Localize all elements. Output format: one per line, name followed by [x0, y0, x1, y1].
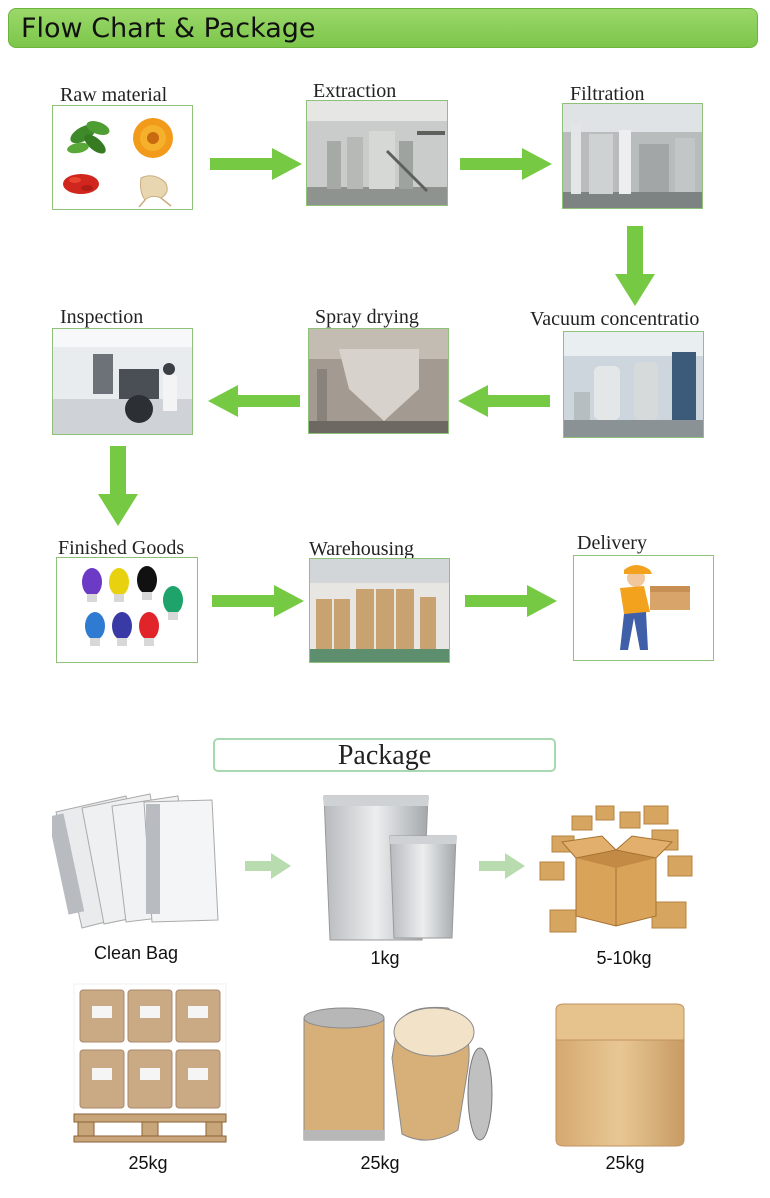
label-vacuum-concentration: Vacuum concentratio — [530, 308, 700, 330]
package-label-1kg: 1kg — [370, 948, 400, 968]
arrow-left-2 — [458, 385, 550, 417]
spray-drying-image — [308, 328, 449, 434]
pallet-drums-image — [70, 980, 230, 1145]
label-raw-material: Raw material — [60, 84, 168, 106]
vacuum-concentration-image — [563, 331, 704, 438]
arrow-left-1 — [208, 385, 300, 417]
header-banner: Flow Chart & Package — [8, 8, 758, 48]
extraction-image — [306, 100, 448, 206]
arrow-down-2 — [98, 446, 138, 526]
filtration-image — [562, 103, 703, 209]
label-warehousing: Warehousing — [309, 538, 415, 560]
label-delivery: Delivery — [577, 532, 647, 554]
label-inspection: Inspection — [60, 306, 144, 328]
package-arrow-1 — [245, 853, 291, 879]
arrow-right-2 — [460, 148, 552, 180]
package-label-25kg-square: 25kg — [605, 1153, 645, 1173]
package-title: Package — [337, 740, 432, 771]
package-label-25kg-drum: 25kg — [360, 1153, 400, 1173]
package-title-box: Package — [213, 738, 556, 772]
label-finished-goods: Finished Goods — [58, 537, 185, 559]
page-title: Flow Chart & Package — [21, 13, 316, 44]
label-filtration: Filtration — [570, 83, 645, 105]
raw-material-image — [52, 105, 193, 210]
label-spray-drying: Spray drying — [315, 306, 419, 328]
arrow-right-1 — [210, 148, 302, 180]
fiber-drum-image — [298, 998, 508, 1148]
clean-bag-image — [52, 790, 222, 940]
carton-boxes-image — [532, 798, 702, 948]
package-label-clean-bag: Clean Bag — [93, 943, 179, 963]
label-extraction: Extraction — [313, 80, 397, 102]
finished-goods-image — [56, 557, 198, 663]
arrow-right-3 — [212, 585, 304, 617]
package-label-5-10kg: 5-10kg — [596, 948, 652, 968]
foil-bag-image — [318, 788, 458, 948]
warehousing-image — [309, 558, 450, 663]
arrow-down-1 — [615, 226, 655, 306]
square-drum-image — [548, 1000, 693, 1150]
inspection-image — [52, 328, 193, 435]
delivery-image — [573, 555, 714, 661]
package-arrow-2 — [479, 853, 525, 879]
package-label-25kg-pallet: 25kg — [128, 1153, 168, 1173]
arrow-right-4 — [465, 585, 557, 617]
